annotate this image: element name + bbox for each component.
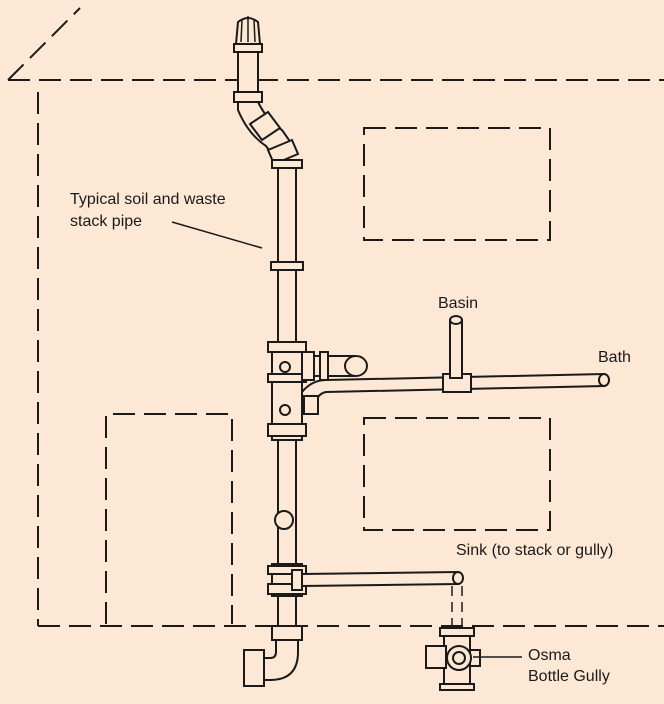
- roof-slope: [7, 7, 81, 81]
- bath-label: Bath: [598, 349, 631, 366]
- stack-fittings: [267, 341, 307, 530]
- sink-to-gully-dashed: [451, 586, 463, 628]
- bottle-gully: [425, 627, 481, 691]
- stack-label-line-2: stack pipe: [70, 213, 143, 230]
- gully-label-line-2: Bottle Gully: [528, 668, 610, 685]
- rest-bend: [243, 625, 303, 687]
- basin-label: Basin: [438, 295, 479, 312]
- upper-window: [363, 127, 551, 241]
- bath-branch: [301, 315, 610, 415]
- offset-bend: [237, 101, 300, 166]
- lower-window: [363, 417, 551, 531]
- wc-branch: [301, 351, 368, 381]
- sink-label: Sink (to stack or gully): [456, 542, 614, 559]
- vent-terminal: [233, 16, 263, 103]
- stack-label-line-1: Typical soil and waste: [70, 191, 226, 208]
- gully-label-line-1: Osma: [528, 647, 571, 664]
- house-outline: [7, 7, 664, 627]
- sink-branch: [267, 563, 464, 597]
- stack-leader-line: [171, 221, 263, 249]
- door: [105, 413, 233, 624]
